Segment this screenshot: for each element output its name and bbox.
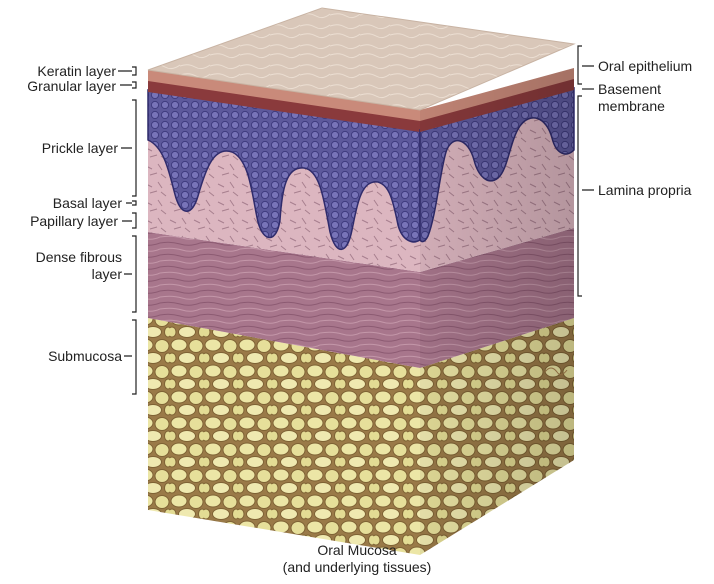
- label-oral-epithelium: Oral epithelium: [598, 58, 692, 74]
- bracket-basal: [126, 201, 136, 205]
- bracket-lamina-propria: [578, 96, 594, 296]
- label-basement-line1: Basement: [598, 81, 661, 97]
- bracket-keratin: [118, 67, 136, 75]
- bracket-prickle: [121, 100, 136, 196]
- label-dense-fibrous-line1: Dense fibrous: [36, 249, 122, 265]
- label-lamina-propria: Lamina propria: [598, 182, 691, 198]
- label-basement-line2: membrane: [598, 98, 665, 114]
- label-keratin-layer: Keratin layer: [37, 63, 116, 79]
- label-dense-fibrous-line2: layer: [92, 266, 122, 282]
- bracket-dense-fibrous: [124, 236, 136, 312]
- left-brackets: [118, 67, 136, 394]
- label-papillary-layer: Papillary layer: [30, 213, 118, 229]
- cube-front-face: [148, 70, 420, 555]
- bracket-papillary: [122, 213, 136, 228]
- cube-right-face: [420, 68, 574, 555]
- bracket-submucosa: [124, 320, 136, 394]
- right-face-shade: [420, 68, 574, 555]
- bracket-granular: [120, 82, 136, 88]
- right-brackets: [578, 46, 594, 296]
- caption-subtitle: (and underlying tissues): [0, 559, 714, 576]
- label-granular-layer: Granular layer: [27, 78, 116, 94]
- label-prickle-layer: Prickle layer: [42, 140, 118, 156]
- label-submucosa: Submucosa: [48, 348, 122, 364]
- caption-title: Oral Mucosa: [0, 542, 714, 559]
- bracket-oral-epithelium: [578, 46, 594, 84]
- label-basal-layer: Basal layer: [53, 195, 122, 211]
